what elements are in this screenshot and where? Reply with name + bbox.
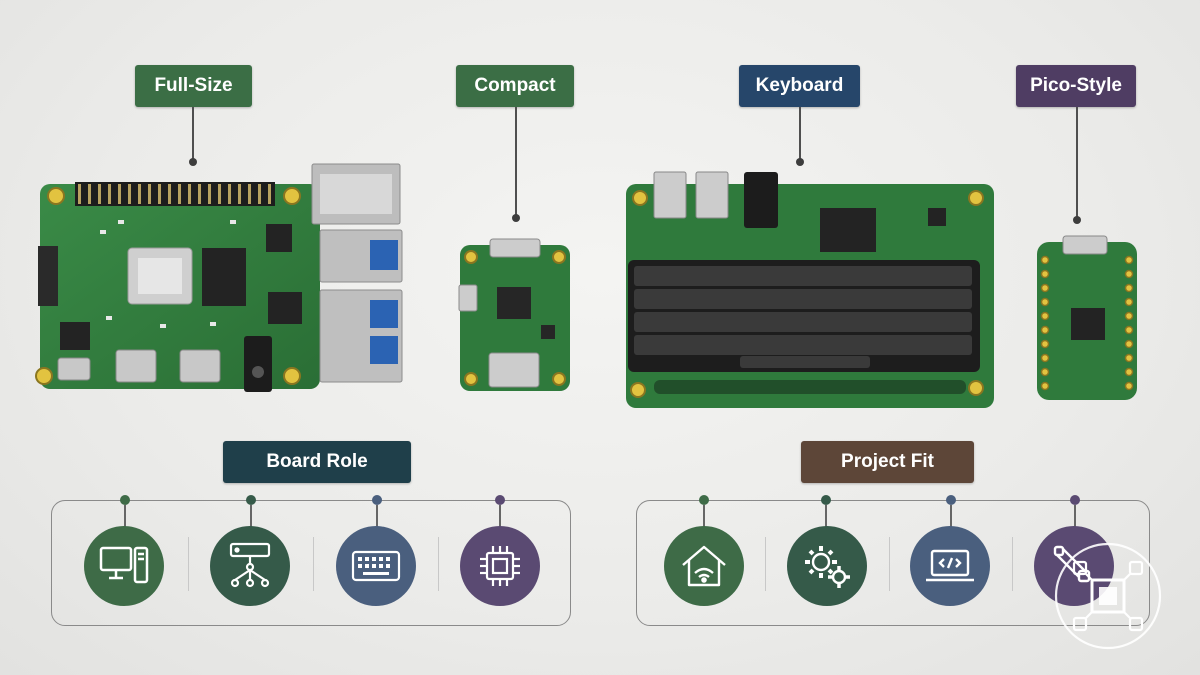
tick-3 xyxy=(376,505,378,527)
separator xyxy=(765,537,766,591)
leader-dot-pico-style xyxy=(1073,216,1081,224)
leader-dot-full-size xyxy=(189,158,197,166)
label-pico-style: Pico-Style xyxy=(1016,65,1136,107)
separator xyxy=(889,537,890,591)
label-board-role: Board Role xyxy=(223,441,411,483)
network-hierarchy-icon xyxy=(210,526,290,606)
leader-compact xyxy=(515,107,517,217)
separator xyxy=(313,537,314,591)
label-project-fit: Project Fit xyxy=(801,441,974,483)
leader-dot-compact xyxy=(512,214,520,222)
tick-6 xyxy=(825,505,827,527)
leader-keyboard xyxy=(799,107,801,162)
keyboard-icon xyxy=(336,526,416,606)
board-role-panel xyxy=(51,500,571,626)
tick-2 xyxy=(250,505,252,527)
laptop-code-icon xyxy=(910,526,990,606)
keyboard-board xyxy=(626,171,994,408)
tick-dot-5 xyxy=(699,495,709,505)
label-compact: Compact xyxy=(456,65,574,107)
desktop-computer-icon xyxy=(84,526,164,606)
tick-dot-1 xyxy=(120,495,130,505)
tick-dot-2 xyxy=(246,495,256,505)
label-full-size: Full-Size xyxy=(135,65,252,107)
separator xyxy=(188,537,189,591)
tick-dot-6 xyxy=(821,495,831,505)
gears-icon xyxy=(787,526,867,606)
tick-dot-4 xyxy=(495,495,505,505)
separator xyxy=(438,537,439,591)
label-keyboard: Keyboard xyxy=(739,65,860,107)
tick-dot-8 xyxy=(1070,495,1080,505)
tick-8 xyxy=(1074,505,1076,527)
compact-board xyxy=(458,238,570,391)
leader-dot-keyboard xyxy=(796,158,804,166)
pico-style-board xyxy=(1037,235,1137,400)
separator xyxy=(1012,537,1013,591)
smart-home-icon xyxy=(664,526,744,606)
leader-full-size xyxy=(192,107,194,162)
leader-pico-style xyxy=(1076,107,1078,219)
tick-dot-3 xyxy=(372,495,382,505)
tick-dot-7 xyxy=(946,495,956,505)
watermark-logo-icon xyxy=(1054,542,1162,650)
full-size-board xyxy=(35,163,403,392)
tick-1 xyxy=(124,505,126,527)
tick-7 xyxy=(950,505,952,527)
microchip-icon xyxy=(460,526,540,606)
tick-4 xyxy=(499,505,501,527)
tick-5 xyxy=(703,505,705,527)
